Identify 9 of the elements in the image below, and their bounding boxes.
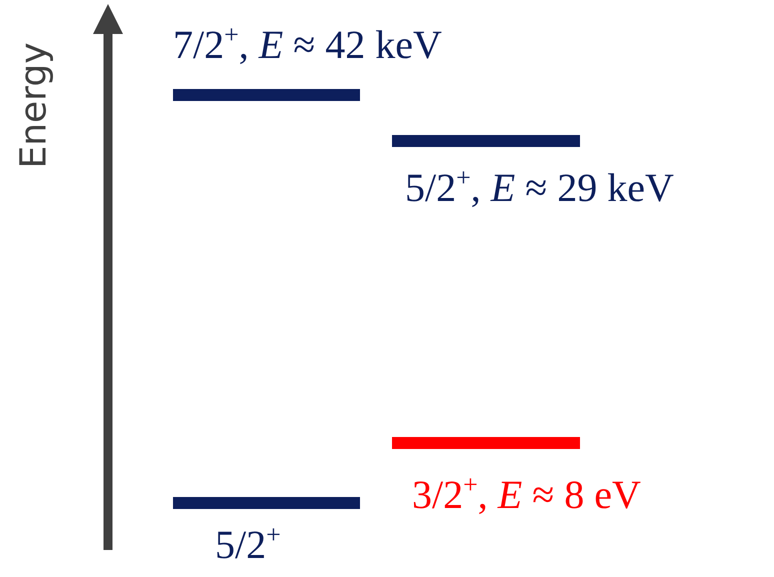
axis-label: Energy [14, 42, 55, 168]
level-label: 7/2$^{+}$, E ≈ 42 keV [173, 22, 442, 68]
energy-level-bar [173, 497, 360, 509]
level-label: 5/2$^{+}$, E ≈ 29 keV [405, 165, 674, 211]
energy-level-bar [173, 89, 360, 101]
energy-level-bar [392, 437, 580, 449]
level-label: 3/2$^{+}$, E ≈ 8 eV [412, 472, 641, 518]
energy-level-bar [392, 135, 580, 147]
level-label: 5/2$^{+}$ [215, 522, 281, 568]
